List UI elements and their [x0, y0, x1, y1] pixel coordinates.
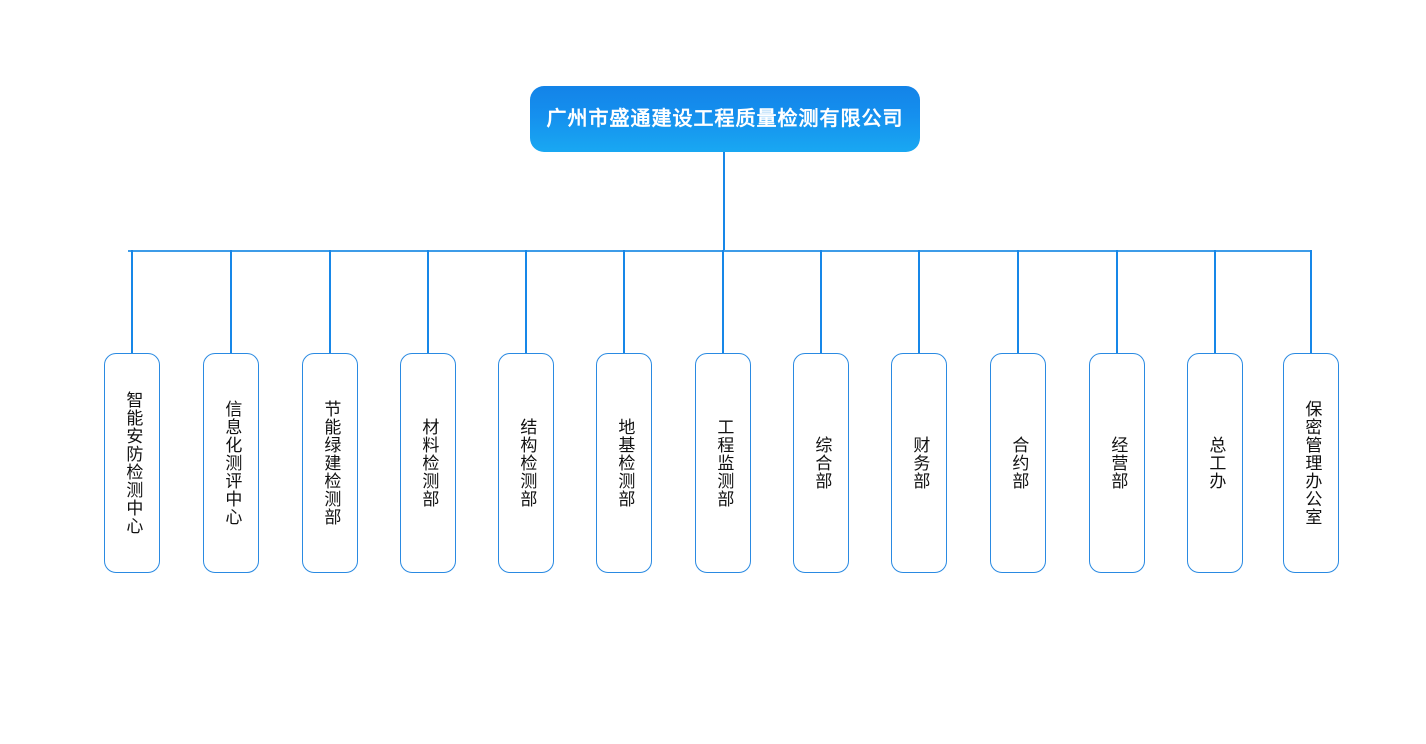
- connector-drop-11: [1116, 250, 1118, 354]
- root-node-company[interactable]: 广州市盛通建设工程质量检测有限公司: [530, 86, 920, 152]
- connector-root-vertical: [723, 152, 725, 251]
- connector-drop-3: [329, 250, 331, 354]
- connector-drop-8: [820, 250, 822, 354]
- connector-drop-7: [722, 250, 724, 354]
- department-node[interactable]: 综合部: [793, 353, 849, 573]
- department-node[interactable]: 财务部: [891, 353, 947, 573]
- department-node[interactable]: 地基检测部: [596, 353, 652, 573]
- department-label: 信息化测评中心: [221, 400, 242, 526]
- department-label: 节能绿建检测部: [320, 400, 341, 526]
- department-label: 合约部: [1008, 436, 1029, 490]
- connector-drop-1: [131, 250, 133, 354]
- department-label: 材料检测部: [418, 418, 439, 508]
- department-node[interactable]: 合约部: [990, 353, 1046, 573]
- connector-drop-4: [427, 250, 429, 354]
- department-label: 总工办: [1205, 436, 1226, 490]
- connector-drop-5: [525, 250, 527, 354]
- connector-drop-10: [1017, 250, 1019, 354]
- department-label: 工程监测部: [713, 418, 734, 508]
- department-node[interactable]: 工程监测部: [695, 353, 751, 573]
- connector-drop-9: [918, 250, 920, 354]
- department-label: 智能安防检测中心: [122, 391, 143, 535]
- root-node-label: 广州市盛通建设工程质量检测有限公司: [546, 108, 904, 130]
- department-node[interactable]: 材料检测部: [400, 353, 456, 573]
- department-node[interactable]: 智能安防检测中心: [104, 353, 160, 573]
- connector-drop-13: [1310, 250, 1312, 354]
- connector-drop-2: [230, 250, 232, 354]
- connector-drop-12: [1214, 250, 1216, 354]
- department-node[interactable]: 经营部: [1089, 353, 1145, 573]
- department-node[interactable]: 总工办: [1187, 353, 1243, 573]
- department-node[interactable]: 节能绿建检测部: [302, 353, 358, 573]
- department-node[interactable]: 保密管理办公室: [1283, 353, 1339, 573]
- connector-horizontal-bus: [128, 250, 1312, 252]
- department-node[interactable]: 结构检测部: [498, 353, 554, 573]
- department-label: 地基检测部: [614, 418, 635, 508]
- department-node[interactable]: 信息化测评中心: [203, 353, 259, 573]
- department-label: 结构检测部: [516, 418, 537, 508]
- department-label: 财务部: [909, 436, 930, 490]
- department-label: 综合部: [811, 436, 832, 490]
- department-label: 经营部: [1107, 436, 1128, 490]
- department-label: 保密管理办公室: [1301, 400, 1322, 526]
- connector-drop-6: [623, 250, 625, 354]
